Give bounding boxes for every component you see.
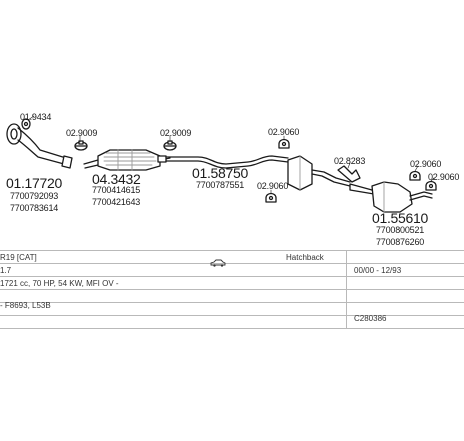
part-code-catalytic-converter[interactable]: 04.3432 bbox=[92, 171, 141, 187]
part-ref-catalytic-converter-1: 7700414615 bbox=[92, 185, 141, 195]
vehicle-specs: 1721 cc, 70 HP, 54 KW, MFI OV - bbox=[0, 279, 119, 288]
table-rule-2 bbox=[0, 263, 464, 264]
part-ref-front-pipe-2: 7700783614 bbox=[10, 203, 59, 213]
fitting-label-02-9009-b: 02.9009 bbox=[160, 128, 192, 138]
part-ref-rear-silencer-1: 7700800521 bbox=[376, 225, 425, 235]
vehicle-model: R19 [CAT] bbox=[0, 253, 37, 262]
rear-silencer[interactable] bbox=[349, 181, 433, 213]
table-rule-7 bbox=[0, 328, 464, 329]
bracket-02-8283[interactable] bbox=[337, 165, 361, 183]
intermediate-pipe[interactable] bbox=[157, 155, 289, 169]
catalytic-converter[interactable] bbox=[83, 149, 171, 171]
front-pipe[interactable] bbox=[6, 123, 73, 169]
middle-silencer[interactable] bbox=[287, 155, 351, 191]
leader-lines bbox=[27, 115, 435, 194]
vehicle-years: 00/00 - 12/93 bbox=[354, 266, 402, 275]
fitting-label-02-9060-c: 02.9060 bbox=[410, 159, 442, 169]
table-rule-5 bbox=[0, 302, 464, 303]
vehicle-engine: 1.7 bbox=[0, 266, 12, 275]
part-code-rear-silencer[interactable]: 01.55610 bbox=[372, 210, 428, 226]
fitting-label-02-9060-b: 02.9060 bbox=[257, 181, 289, 191]
mount-02-9060-c[interactable] bbox=[409, 170, 421, 181]
part-ref-catalytic-converter-2: 7700421643 bbox=[92, 197, 141, 207]
clamp-02-9009-b[interactable] bbox=[163, 140, 177, 151]
vehicle-body: Hatchback bbox=[286, 253, 324, 262]
table-rule-6 bbox=[0, 315, 464, 316]
table-rule-4 bbox=[0, 289, 464, 290]
fitting-label-02-8283: 02.8283 bbox=[334, 156, 366, 166]
table-rule-3 bbox=[0, 276, 464, 277]
vehicle-codes: - F8693, L53B bbox=[0, 301, 51, 310]
mount-02-9060-a[interactable] bbox=[278, 138, 290, 149]
fitting-label-02-9060-a: 02.9060 bbox=[268, 127, 300, 137]
car-side-icon bbox=[210, 254, 226, 267]
fitting-label-01-9434: 01.9434 bbox=[20, 112, 52, 122]
part-code-front-pipe[interactable]: 01.17720 bbox=[6, 175, 62, 191]
fitting-label-02-9060-d: 02.9060 bbox=[428, 172, 460, 182]
table-col-sep bbox=[346, 250, 347, 328]
gasket-01-9434[interactable] bbox=[21, 118, 31, 130]
part-code-intermediate-pipe[interactable]: 01.58750 bbox=[192, 165, 248, 181]
part-ref-rear-silencer-2: 7700876260 bbox=[376, 237, 425, 247]
part-ref-intermediate-pipe-1: 7700787551 bbox=[196, 180, 245, 190]
fitting-label-02-9009-a: 02.9009 bbox=[66, 128, 98, 138]
mount-02-9060-d[interactable] bbox=[425, 180, 437, 191]
table-rule-1 bbox=[0, 250, 464, 251]
clamp-02-9009-a[interactable] bbox=[74, 140, 88, 151]
catalog-code: C280386 bbox=[354, 314, 387, 323]
part-ref-front-pipe-1: 7700792093 bbox=[10, 191, 59, 201]
mount-02-9060-b[interactable] bbox=[265, 192, 277, 203]
